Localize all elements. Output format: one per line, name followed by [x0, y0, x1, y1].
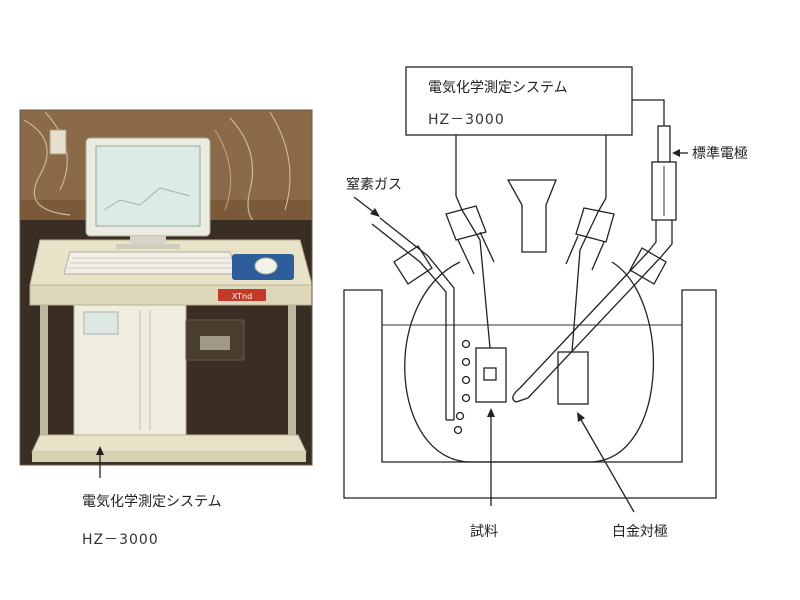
mouse: [254, 257, 278, 275]
gas-tube-b: [379, 217, 455, 420]
monitor: [85, 137, 211, 249]
reference-electrode-top: [657, 125, 671, 163]
salt-bridge-b: [527, 220, 673, 399]
photo-caption-model: HZ－3000: [82, 532, 159, 548]
keyboard: [63, 251, 237, 275]
measurement-system-box: [405, 66, 633, 136]
instrument-photo: XTnd: [19, 109, 313, 466]
cell-diagram: 電気化学測定システム HZ－3000: [343, 66, 748, 540]
wire-to-counter: [597, 135, 607, 213]
gas-bubbles: [453, 339, 471, 435]
wire-working-lead: [461, 209, 491, 349]
flask-neck-reference: [629, 247, 667, 285]
nitrogen-gas-pointer: [353, 196, 377, 215]
flask-neck-gas: [393, 245, 433, 285]
flask-neck-left: [445, 205, 487, 241]
instrument-unit: [73, 304, 245, 436]
system-name-label: 電気化学測定システム: [428, 80, 568, 96]
neck-right-wall-a: [565, 235, 579, 265]
gas-tube-a: [371, 223, 447, 420]
nitrogen-gas-arrowhead: [370, 208, 380, 217]
sample-arrowhead: [487, 408, 495, 417]
counter-electrode-pointer: [579, 417, 635, 513]
nitrogen-gas-label: 窒素ガス: [346, 176, 402, 193]
counter-electrode: [557, 351, 589, 405]
counter-electrode-label: 白金対極: [612, 524, 668, 540]
neck-left-wall-b: [479, 231, 495, 263]
salt-bridge-tip: [512, 387, 529, 403]
wire-to-reference: [632, 99, 665, 126]
photo-caption-name: 電気化学測定システム: [82, 494, 222, 510]
reference-electrode-arrowhead: [672, 149, 680, 157]
flask-neck-right: [575, 207, 615, 243]
neck-left-wall-a: [457, 239, 475, 275]
reference-electrode-label: 標準電極: [692, 146, 748, 162]
water-bath: [343, 289, 717, 499]
flask-center-neck: [506, 179, 557, 253]
counter-electrode-arrowhead: [577, 412, 585, 422]
neck-right-wall-b: [591, 241, 605, 271]
photo-caption-arrowhead: [96, 446, 104, 455]
wire-counter-lead: [571, 211, 599, 353]
sample-window: [483, 367, 497, 381]
wire-to-working: [455, 135, 463, 211]
sample-label: 試料: [470, 524, 498, 540]
flask-body: [404, 261, 655, 463]
panel-brand-text: XTnd: [232, 292, 252, 301]
salt-bridge-a: [519, 220, 657, 389]
system-model-label: HZ－3000: [428, 112, 505, 128]
